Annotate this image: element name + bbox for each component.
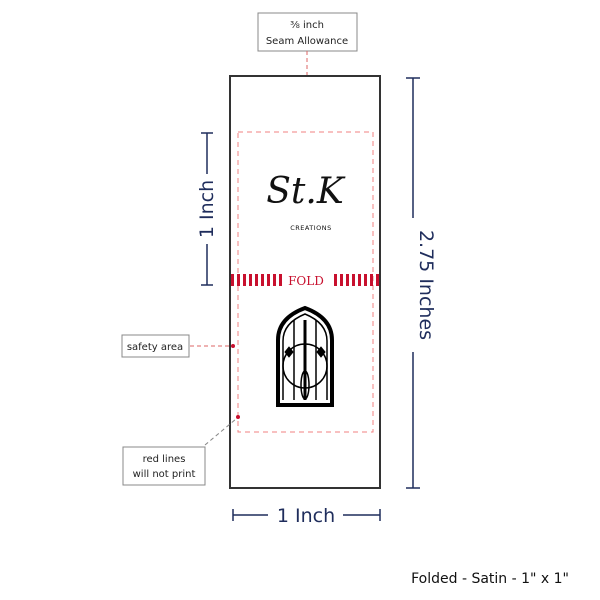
fold-line: FOLD (231, 274, 379, 288)
width-label: 1 Inch (277, 505, 335, 527)
fold-height-dimension: 1 Inch (196, 132, 218, 286)
red-lines-line2: will not print (133, 469, 196, 480)
stk-logo: St.K CREATIONS (266, 171, 346, 232)
total-height-label: 2.75 Inches (415, 230, 437, 340)
logo-subtitle: CREATIONS (290, 224, 332, 232)
fold-label: FOLD (288, 274, 324, 288)
safety-area-label: safety area (127, 342, 183, 353)
seam-allowance-line2: Seam Allowance (266, 36, 348, 47)
logo-monogram: St.K (266, 171, 346, 212)
seam-allowance-callout: ⅜ inch Seam Allowance (257, 12, 358, 112)
fold-height-label: 1 Inch (196, 180, 218, 238)
total-height-dimension: 2.75 Inches (406, 77, 437, 489)
product-caption: Folded - Satin - 1" x 1" (411, 571, 569, 587)
red-lines-callout: red lines will not print (122, 415, 240, 486)
safety-area-callout: safety area (121, 334, 235, 358)
width-dimension: 1 Inch (232, 505, 381, 527)
red-lines-line1: red lines (143, 454, 186, 465)
gothic-window-icon (276, 305, 334, 407)
seam-allowance-line1: ⅜ inch (290, 20, 324, 31)
